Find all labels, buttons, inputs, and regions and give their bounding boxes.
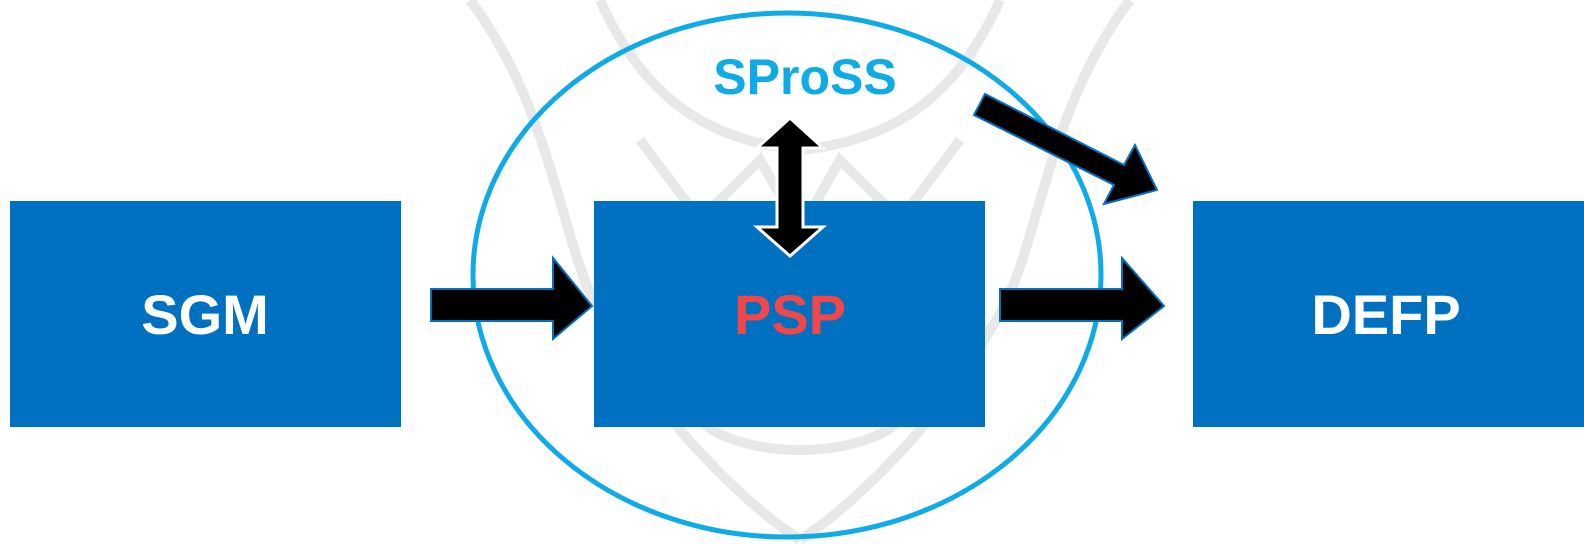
spross-scope-ellipse	[470, 10, 1104, 540]
defp-box	[1193, 201, 1584, 427]
sgm-label: SGM	[141, 283, 269, 346]
arrow-spross-to-defp	[972, 92, 1159, 206]
arrow-psp-to-defp	[999, 255, 1166, 342]
arrow-sgm-to-psp	[430, 255, 594, 342]
spross-label: SProSS	[713, 49, 896, 105]
arrow-psp-spross-bidirectional	[753, 115, 827, 258]
psp-label: PSP	[734, 283, 846, 346]
defp-label: DEFP	[1311, 283, 1460, 346]
sgm-box	[10, 201, 401, 427]
